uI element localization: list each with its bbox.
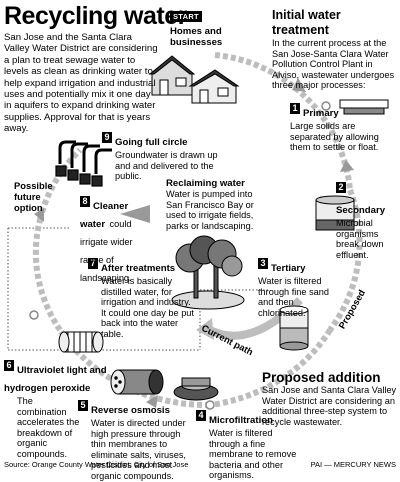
initial-treatment-heading: Initial water treatment bbox=[272, 8, 341, 37]
step-number: 6 bbox=[4, 360, 14, 371]
step-title: Ultraviolet light and hydrogen peroxide bbox=[4, 365, 107, 394]
step-text: Water is basically distilled water, for … bbox=[101, 276, 194, 339]
step-text: The combination accelerates the breakdow… bbox=[17, 396, 80, 459]
flow-arrowheads bbox=[34, 78, 354, 408]
step-text: Large solids are separated by allowing t… bbox=[290, 121, 379, 153]
uv-cylinder-illustration bbox=[58, 331, 104, 353]
step-title: Primary bbox=[303, 108, 339, 119]
step-title: Secondary bbox=[336, 205, 386, 216]
start-label: Homes and businesses bbox=[170, 26, 223, 48]
reverse-osmosis-illustration bbox=[110, 369, 164, 395]
step-number: 2 bbox=[336, 182, 346, 193]
step-text: Water is filtered through fine sand and … bbox=[258, 276, 330, 318]
house-illustration bbox=[148, 55, 240, 104]
reclaiming-heading: Reclaiming water bbox=[166, 178, 245, 189]
step-number: 8 bbox=[80, 196, 90, 207]
trees-illustration bbox=[171, 235, 245, 310]
step-title: After treatments bbox=[101, 263, 176, 274]
initial-treatment-text: In the current process at the San Jose-S… bbox=[272, 38, 395, 91]
reclaiming-block: Reclaiming water Water is pumped into Sa… bbox=[166, 178, 270, 231]
step-number: 9 bbox=[102, 132, 112, 143]
step-text: Groundwater is drawn up and and delivere… bbox=[115, 150, 218, 182]
reclaiming-text: Water is pumped into San Francisco Bay o… bbox=[166, 189, 254, 231]
secondary-tank-illustration bbox=[315, 195, 355, 231]
cleaner-water-arrow bbox=[120, 205, 150, 223]
step-number: 1 bbox=[290, 103, 300, 114]
proposed-addition-text: San Jose and Santa Clara Valley Water Di… bbox=[262, 385, 397, 427]
source-credit: Source: Orange County Water District, Ci… bbox=[4, 460, 189, 469]
microfiltration-illustration bbox=[173, 377, 219, 401]
step-number: 7 bbox=[88, 258, 98, 269]
diagram-artwork bbox=[7, 52, 389, 410]
start-badge: START bbox=[170, 11, 202, 22]
current-path-arrowhead bbox=[196, 318, 214, 340]
step-text: could irrigate wider range of landscapin… bbox=[80, 219, 133, 283]
primary-tank-illustration bbox=[339, 99, 389, 115]
step-2-secondary: 2Secondary Microbial organisms break dow… bbox=[336, 182, 398, 260]
possible-future-label: Possible future option bbox=[14, 180, 53, 213]
step-text: Microbial organisms break down effluent. bbox=[336, 218, 384, 260]
publisher-credit: PAI — MERCURY NEWS bbox=[310, 460, 396, 469]
step-title: Going full circle bbox=[115, 137, 188, 148]
step-text: Water is filtered through a fine membran… bbox=[209, 428, 297, 481]
step-number: 3 bbox=[258, 258, 268, 269]
step-number: 5 bbox=[78, 400, 88, 411]
step-title: Microfiltration bbox=[209, 415, 273, 426]
step-title: Tertiary bbox=[271, 263, 306, 274]
proposed-addition-block: Proposed addition San Jose and Santa Cla… bbox=[262, 370, 398, 427]
wells-illustration bbox=[55, 140, 112, 187]
step-title: Reverse osmosis bbox=[91, 405, 170, 416]
page-title: Recycling water bbox=[4, 2, 187, 30]
initial-treatment-block: Initial water treatment In the current p… bbox=[272, 8, 398, 91]
step-title: Cleaner water bbox=[80, 201, 129, 230]
future-option-dotted-path bbox=[7, 227, 270, 351]
start-block: START Homes and businesses bbox=[170, 6, 228, 48]
step-number: 4 bbox=[196, 410, 206, 421]
proposed-addition-heading: Proposed addition bbox=[262, 370, 381, 385]
intro-text: San Jose and the Santa Clara Valley Wate… bbox=[4, 32, 158, 135]
tertiary-cylinder-illustration bbox=[279, 305, 309, 351]
